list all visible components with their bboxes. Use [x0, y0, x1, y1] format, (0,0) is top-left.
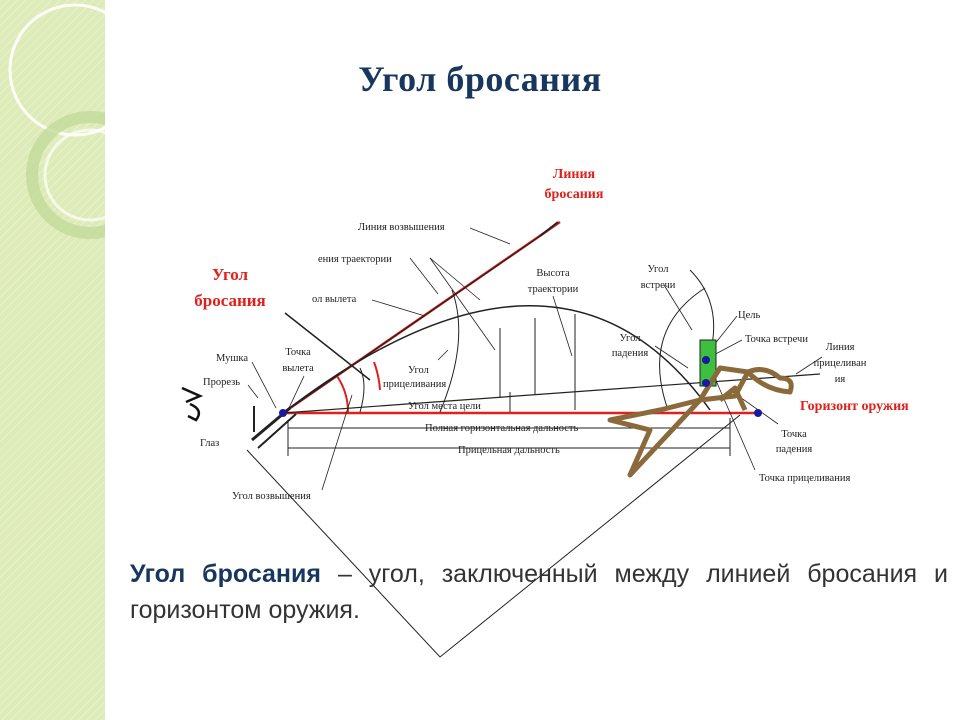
decorative-ring-medium: [26, 111, 105, 239]
front-sight-label: Мушка: [216, 353, 248, 364]
departure-point-dot: [279, 409, 287, 417]
aiming-range-label: Прицельная дальность: [458, 445, 560, 456]
trajectory-curve: [282, 305, 711, 414]
definition-text: – угол, заключенный между линией бросани…: [130, 560, 949, 624]
departure-angle-label: ол вылета: [312, 294, 357, 305]
leader-target-site: [437, 349, 449, 361]
leader-rear-sight: [247, 384, 259, 399]
trajectory-label: ения траектории: [318, 254, 392, 265]
page-title: Угол бросания: [358, 59, 602, 99]
leader-aiming-point: [713, 375, 756, 471]
angle-of-throw-label-2: бросания: [194, 291, 266, 310]
eye-label: Глаз: [200, 438, 219, 449]
brown-shape-4: [718, 385, 748, 412]
meeting-angle-label-2: встречи: [641, 280, 676, 291]
line-of-sight-label-2: прицеливан: [814, 358, 867, 369]
aiming-point-label: Точка прицеливания: [759, 473, 850, 484]
meeting-angle-label-1: Угол: [648, 264, 669, 275]
fall-point-label-1: Точка: [781, 429, 807, 440]
leader-trajectory-1: [409, 257, 439, 295]
throw-angle-arc-2: [373, 361, 381, 391]
leader-line-of-sight: [795, 356, 823, 375]
elevation-arc: [359, 367, 365, 413]
trajectory-height-label-2: траектории: [528, 284, 579, 295]
aiming-angle-arc: [439, 289, 460, 413]
meeting-angle-arc-2: [689, 269, 715, 346]
angle-of-throw-label-1: Угол: [212, 265, 249, 284]
leader-target: [713, 315, 738, 346]
brown-shape-3: [745, 367, 794, 395]
leader-trajectory-2: [429, 257, 496, 351]
aiming-angle-label-1: Угол: [408, 365, 429, 376]
line-of-throw-label-2: бросания: [545, 187, 604, 202]
definition-term: Угол бросания: [130, 560, 321, 588]
line-of-elevation: [282, 235, 541, 414]
decorative-ring-small: [43, 128, 105, 222]
leader-meeting-angle: [663, 284, 693, 331]
definition-paragraph: Угол бросания – угол, заключенный между …: [130, 556, 948, 628]
leader-departure: [371, 299, 426, 317]
fall-point-dot: [754, 409, 762, 417]
target-site-angle-label: Угол места цели: [408, 401, 481, 412]
leader-elevation-angle: [321, 394, 353, 491]
trajectory-height-label-1: Высота: [536, 268, 570, 279]
elevation-angle-label: Угол возвышения: [232, 491, 311, 502]
aiming-point-dot: [702, 379, 710, 387]
line-of-sight-label-3: ия: [835, 374, 846, 385]
decorative-sidebar: [0, 0, 105, 720]
eye-icon: [181, 386, 204, 422]
brown-shape-1: [607, 397, 703, 478]
line-of-sight-label-1: Линия: [826, 342, 855, 353]
line-of-throw-label-1: Линия: [553, 167, 596, 182]
throw-angle-arc: [336, 375, 350, 414]
target-label: Цель: [738, 310, 760, 321]
meeting-point-dot: [702, 356, 710, 364]
elevation-extension: [539, 221, 559, 237]
rear-sight-label: Прорезь: [203, 377, 240, 388]
fall-angle-label-1: Угол: [620, 333, 641, 344]
weapon-horizon-label: Горизонт оружия: [800, 399, 909, 414]
full-range-label: Полная горизонтальная дальность: [425, 423, 579, 434]
aiming-angle-label-2: прицеливания: [383, 379, 446, 390]
departure-point-label-2: вылета: [282, 363, 314, 374]
decorative-ring-large: [8, 3, 105, 137]
meeting-point-label: Точка встречи: [745, 334, 808, 345]
construction-triangle: [246, 414, 741, 658]
meeting-angle-arc: [659, 287, 706, 411]
leader-trajectory-3: [429, 257, 481, 301]
leader-height: [552, 295, 573, 357]
leader-elevation: [469, 227, 511, 245]
weapon-barrel-2: [257, 413, 297, 449]
leader-departure-point: [287, 375, 305, 411]
line-of-sight: [282, 373, 821, 414]
departure-point-label-1: Точка: [285, 347, 311, 358]
fall-point-label-2: падения: [776, 444, 813, 455]
leader-angle-of-throw: [284, 312, 371, 381]
fall-angle-label-2: падения: [612, 348, 649, 359]
line-of-elevation-label: Линия возвышения: [358, 222, 445, 233]
leader-front-sight: [251, 361, 277, 409]
leader-fall-angle: [654, 345, 689, 369]
